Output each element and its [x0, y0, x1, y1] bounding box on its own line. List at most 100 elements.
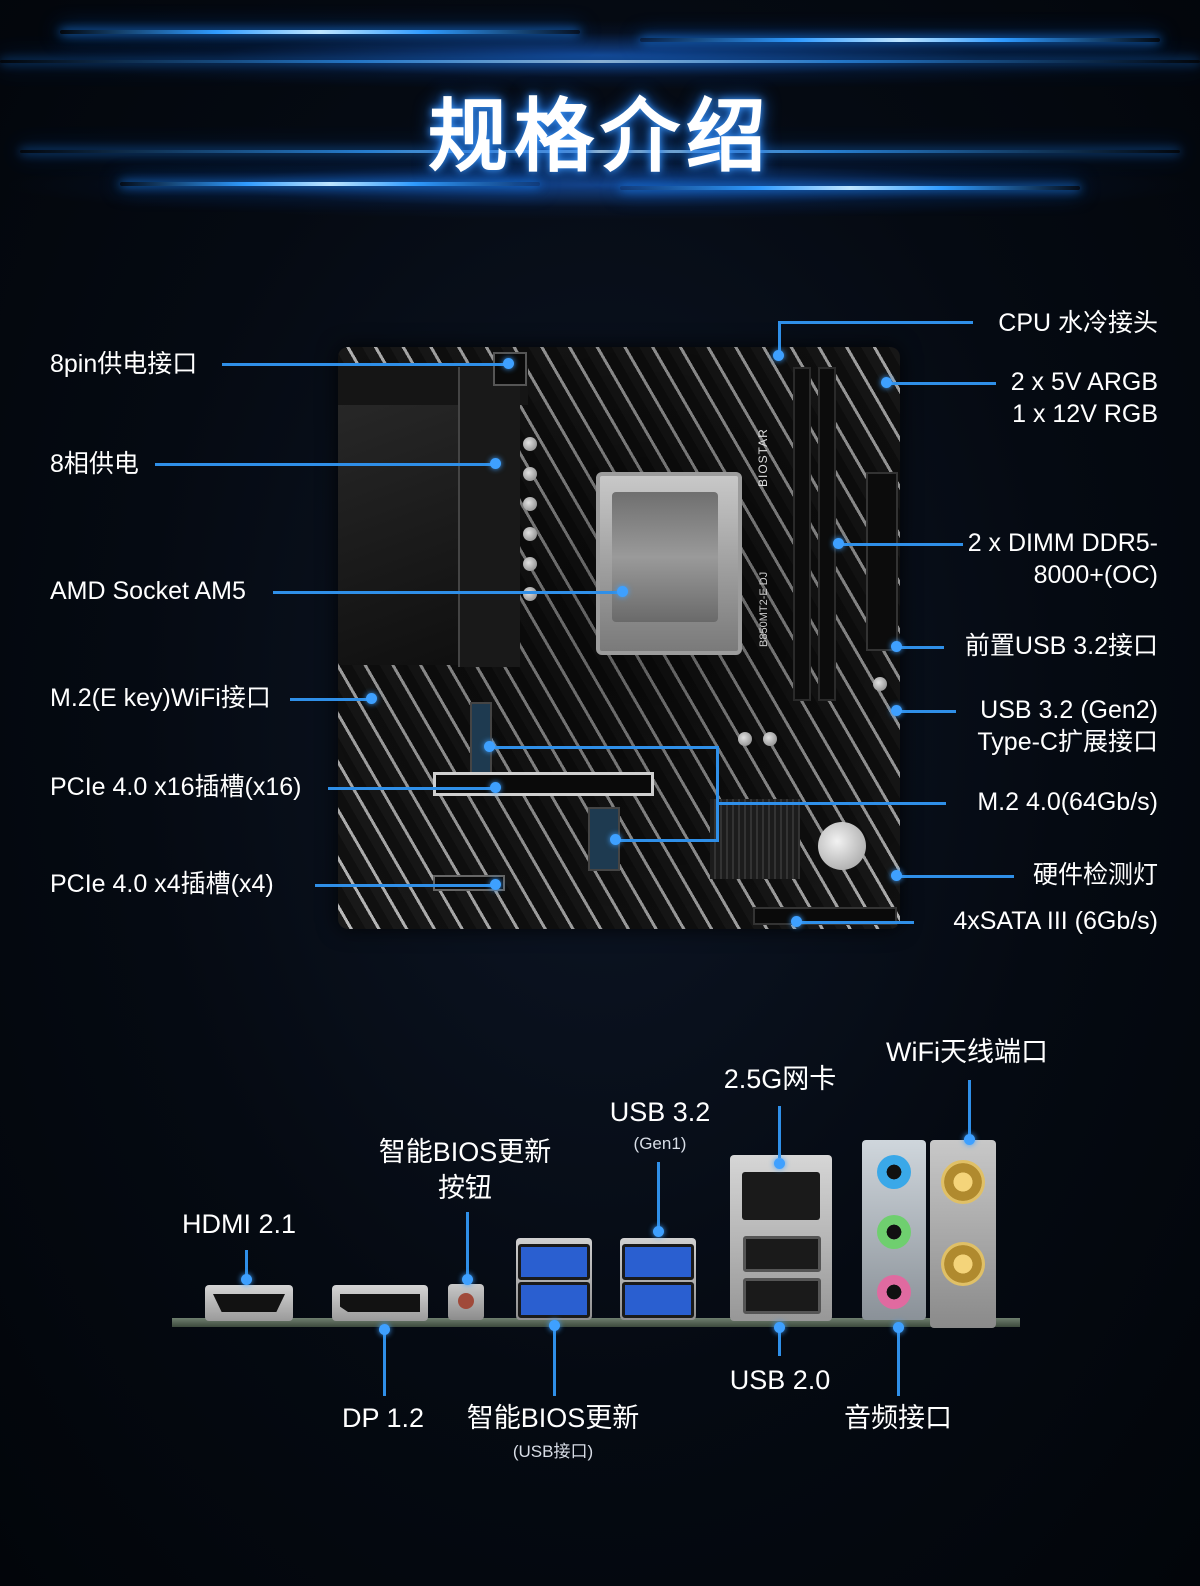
leader-dot	[774, 1158, 785, 1169]
board-model-text: B850MT2-E DJ	[758, 571, 770, 647]
label-bios-button-2: 按钮	[438, 1173, 492, 1203]
chipset-heatsink	[710, 799, 800, 879]
light-streak	[60, 30, 580, 34]
leader-line	[778, 1330, 781, 1356]
leader-line	[657, 1162, 660, 1228]
wifi-antenna-connector	[941, 1242, 985, 1286]
leader-line	[886, 382, 996, 385]
header-banner	[0, 0, 1200, 220]
label-bios-button-1: 智能BIOS更新	[378, 1137, 552, 1167]
cmos-battery	[818, 822, 866, 870]
label-lan: 2.5G网卡	[723, 1064, 837, 1094]
label-hdmi: HDMI 2.1	[182, 1209, 297, 1239]
label-socket: AMD Socket AM5	[50, 577, 246, 605]
label-usb32-sub: (Gen1)	[633, 1134, 687, 1153]
usb3-port	[622, 1282, 694, 1318]
leader-dot	[833, 538, 844, 549]
capacitor	[523, 497, 537, 511]
leader-dot	[617, 586, 628, 597]
leader-dot	[241, 1274, 252, 1285]
light-streak	[20, 150, 1180, 153]
leader-line	[778, 321, 973, 324]
leader-dot	[490, 782, 501, 793]
leader-line	[155, 463, 495, 466]
light-streak	[120, 182, 540, 186]
usb3-port	[518, 1244, 590, 1280]
hdmi-port-opening	[213, 1294, 285, 1312]
label-power-phases: 8相供电	[50, 450, 139, 478]
label-audio: 音频接口	[844, 1403, 952, 1433]
capacitor	[738, 732, 752, 746]
usb3-port	[622, 1244, 694, 1280]
label-m2-wifi: M.2(E key)WiFi接口	[50, 684, 271, 712]
leader-line	[778, 1106, 781, 1158]
leader-line	[896, 875, 1014, 878]
sata-connectors	[753, 907, 897, 925]
leader-line	[222, 363, 508, 366]
leader-dot	[549, 1320, 560, 1331]
dimm-slot	[793, 367, 811, 701]
usb2-port	[743, 1236, 821, 1272]
leader-line	[490, 746, 718, 749]
label-pcie4: PCIe 4.0 x4插槽(x4)	[50, 870, 274, 898]
displayport-port-opening	[340, 1294, 420, 1312]
leader-dot	[490, 879, 501, 890]
vrm-heatsink-side	[458, 367, 520, 667]
leader-dot	[490, 458, 501, 469]
leader-line	[466, 1212, 469, 1278]
label-usb20: USB 2.0	[729, 1365, 831, 1395]
leader-line	[273, 591, 623, 594]
light-streak	[0, 60, 1200, 63]
leader-dot	[891, 870, 902, 881]
leader-line	[897, 1330, 900, 1396]
capacitor	[763, 732, 777, 746]
label-sata: 4xSATA III (6Gb/s)	[953, 907, 1158, 935]
leader-line	[616, 839, 719, 842]
label-pcie16: PCIe 4.0 x16插槽(x16)	[50, 773, 302, 801]
capacitor	[523, 587, 537, 601]
leader-line	[553, 1328, 556, 1396]
motherboard-image: BIOSTAR B850MT2-E DJ	[338, 347, 900, 929]
leader-line	[245, 1250, 248, 1278]
pcie-x16-slot	[433, 772, 654, 796]
leader-line	[290, 698, 372, 701]
audio-mic-jack	[877, 1275, 911, 1309]
page-title: 规格介绍	[428, 90, 772, 183]
leader-line	[383, 1332, 386, 1396]
leader-dot	[379, 1324, 390, 1335]
cpu-8pin-connector	[493, 352, 527, 386]
label-bios-usb-2: (USB接口)	[512, 1442, 594, 1461]
rj45-port	[742, 1172, 820, 1220]
leader-line	[328, 787, 496, 790]
light-streak	[620, 186, 1080, 190]
label-m2: M.2 4.0(64Gb/s)	[977, 788, 1158, 816]
label-dimm-1: 2 x DIMM DDR5-	[967, 529, 1158, 557]
leader-dot	[881, 377, 892, 388]
leader-dot	[366, 693, 377, 704]
label-typec-1: USB 3.2 (Gen2)	[980, 696, 1158, 724]
board-brand-text: BIOSTAR	[756, 428, 770, 487]
label-usb32: USB 3.2	[609, 1097, 711, 1127]
label-dp: DP 1.2	[341, 1403, 425, 1433]
leader-line	[896, 646, 944, 649]
capacitor	[873, 677, 887, 691]
io-baseboard	[172, 1318, 1020, 1327]
leader-line	[716, 802, 946, 805]
capacitor	[523, 467, 537, 481]
dimm-slot	[818, 367, 836, 701]
leader-line	[838, 543, 963, 546]
audio-line-in-jack	[877, 1155, 911, 1189]
leader-dot	[964, 1134, 975, 1145]
wifi-antenna-connector	[941, 1160, 985, 1204]
audio-line-out-jack	[877, 1215, 911, 1249]
label-cpu-power: 8pin供电接口	[50, 350, 198, 378]
label-argb-2: 1 x 12V RGB	[1012, 400, 1158, 428]
cpu-socket-plate	[612, 492, 718, 622]
usb3-port	[518, 1282, 590, 1318]
label-argb-1: 2 x 5V ARGB	[1010, 368, 1158, 396]
capacitor	[523, 437, 537, 451]
leader-line	[968, 1080, 971, 1138]
atx-24pin-connector	[866, 472, 898, 651]
label-cpu-cooler: CPU 水冷接头	[998, 309, 1158, 337]
label-typec-2: Type-C扩展接口	[977, 728, 1158, 756]
